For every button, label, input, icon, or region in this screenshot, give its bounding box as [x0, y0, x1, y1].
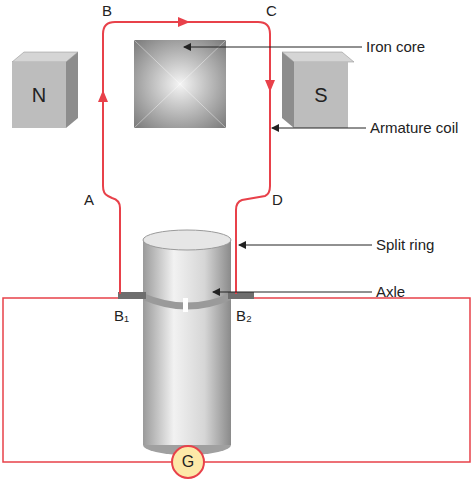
coil-corner-label: C: [266, 3, 277, 20]
part-label: Iron core: [366, 39, 425, 56]
brush-label: B₁: [114, 308, 129, 325]
coil-corner-label: A: [84, 192, 94, 209]
coil-corner-label: D: [272, 192, 283, 209]
part-label: Axle: [376, 284, 405, 301]
brush-label: B₂: [236, 308, 252, 325]
node-text: G: [182, 454, 194, 470]
coil-corner-label: B: [102, 3, 112, 20]
node-text: S: [314, 85, 327, 105]
magnet-north: N: [12, 62, 66, 128]
magnet-south: S: [294, 62, 348, 128]
part-label: Armature coil: [370, 120, 458, 137]
node-text: N: [32, 85, 46, 105]
part-label: Split ring: [376, 237, 434, 254]
galvanometer: G: [171, 445, 205, 479]
